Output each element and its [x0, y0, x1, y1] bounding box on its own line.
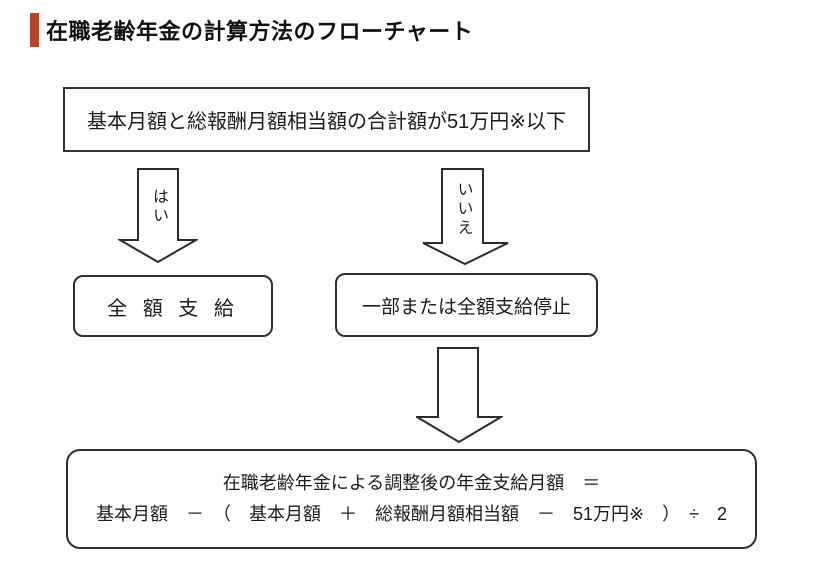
yes-down-arrow-icon	[118, 168, 198, 264]
result-formula-line2: 基本月額 － （ 基本月額 ＋ 総報酬月額相当額 － 51万円※ ） ÷ 2	[96, 504, 727, 524]
title-accent-bar	[30, 13, 39, 47]
result-formula-line1: 在職老齢年金による調整後の年金支給月額 ＝	[222, 473, 601, 493]
result-formula-box: 在職老齢年金による調整後の年金支給月額 ＝ 基本月額 － （ 基本月額 ＋ 総報…	[66, 449, 757, 549]
down-arrow-icon	[416, 347, 503, 444]
full-payment-box-text: 全 額 支 給	[107, 297, 239, 320]
full-payment-box: 全 額 支 給	[73, 275, 273, 337]
no-down-arrow-icon	[422, 168, 509, 266]
yes-arrow-label: はい	[150, 188, 167, 226]
condition-box: 基本月額と総報酬月額相当額の合計額が51万円※以下	[63, 87, 590, 152]
no-arrow-label: いいえ	[454, 180, 472, 238]
suspension-box: 一部または全額支給停止	[335, 273, 598, 337]
page-title: 在職老齢年金の計算方法のフローチャート	[46, 19, 474, 44]
condition-box-text: 基本月額と総報酬月額相当額の合計額が51万円※以下	[86, 111, 566, 133]
suspension-box-text: 一部または全額支給停止	[361, 296, 571, 318]
